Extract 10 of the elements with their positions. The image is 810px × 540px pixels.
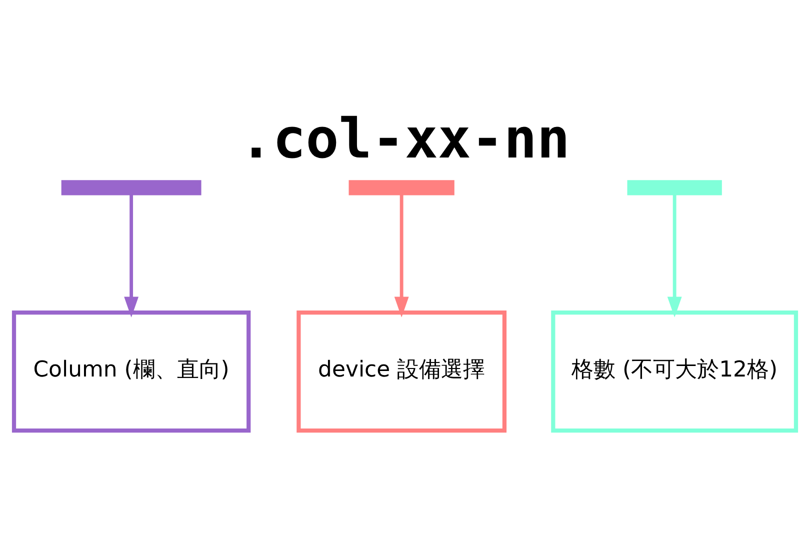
node-box: Column (欄、直向) <box>12 310 251 433</box>
arrow <box>394 194 409 318</box>
diagram-title: .col-xx-nn <box>240 106 570 171</box>
arrow <box>124 194 139 318</box>
node-bar <box>348 180 454 196</box>
node-box: device 設備選擇 <box>296 310 507 433</box>
node-bar <box>61 180 202 196</box>
arrow <box>667 194 682 318</box>
node-box: 格數 (不可大於12格) <box>551 310 798 433</box>
node-bar <box>627 180 722 196</box>
